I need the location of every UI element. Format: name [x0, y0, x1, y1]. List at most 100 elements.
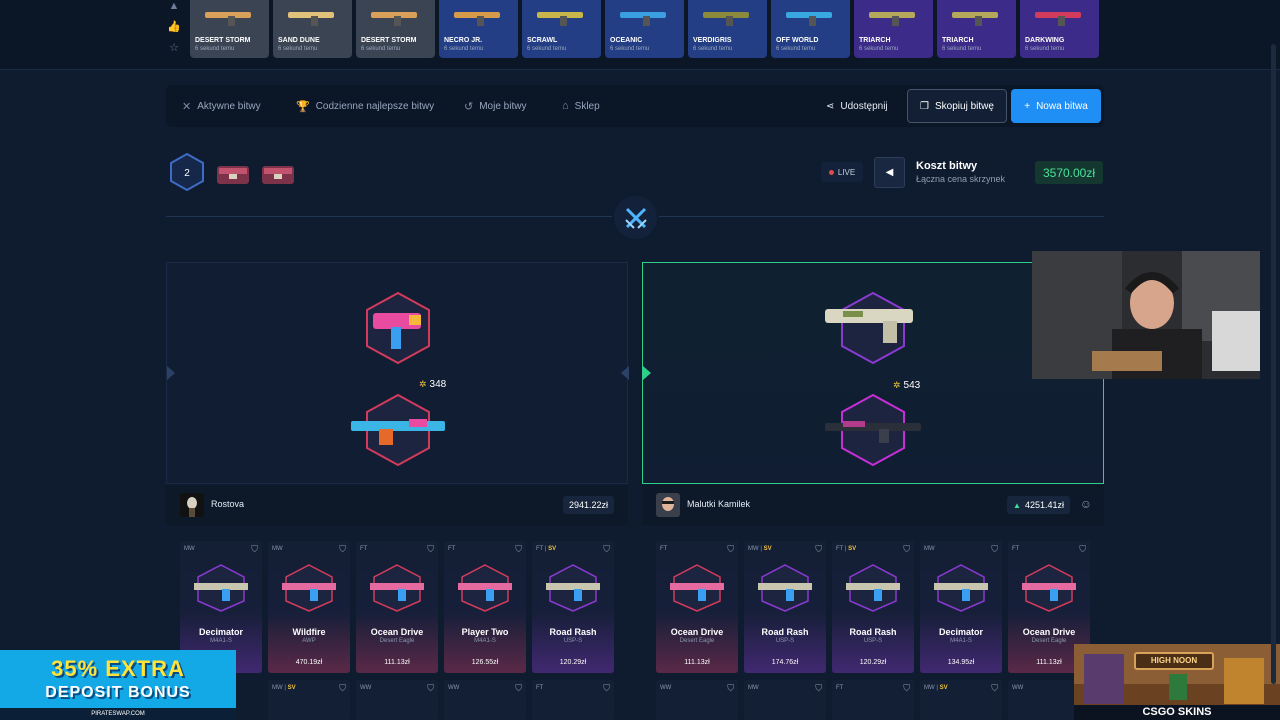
drop-name: TRIARCH	[859, 37, 891, 44]
avatar[interactable]	[656, 493, 680, 517]
player-name[interactable]: Rostova	[211, 499, 245, 509]
item-price: 470.19zł	[295, 659, 323, 666]
nav-active-battles[interactable]: ✕ Aktywne bitwy	[182, 100, 261, 113]
share-button[interactable]: ⋖ Udostępnij	[826, 100, 888, 112]
item-card[interactable]: MW | SV⛉	[920, 680, 1002, 720]
item-card[interactable]: MW⛉	[744, 680, 826, 720]
shield-icon[interactable]: ⛉	[515, 544, 522, 554]
shield-icon[interactable]: ⛉	[991, 544, 998, 554]
shield-icon[interactable]: ⛉	[815, 544, 822, 554]
deposit-bonus-banner[interactable]: 35% EXTRA DEPOSIT BONUS PIRATESWAP.COM	[0, 650, 236, 720]
shield-icon[interactable]: ⛉	[1079, 544, 1086, 554]
item-name: Ocean Drive	[1022, 627, 1076, 637]
reel-item-hex-top	[366, 291, 430, 365]
sponsor-banner[interactable]: HIGH NOON CSGO SKINS	[1074, 644, 1280, 720]
nav-daily-best[interactable]: 🏆 Codzienne najlepsze bitwy	[296, 100, 435, 113]
copy-battle-button[interactable]: ❐ Skopiuj bitwę	[907, 89, 1007, 123]
drop-name: NECRO JR.	[444, 37, 483, 44]
item-condition: MW | SV	[748, 546, 772, 552]
flame-icon[interactable]: ▲	[168, 0, 180, 12]
shield-icon[interactable]: ⛉	[727, 683, 734, 693]
item-card[interactable]: WW⛉	[356, 680, 438, 720]
crossed-swords-icon: ✕	[182, 100, 192, 113]
item-weapon-type: M4A1-S	[474, 638, 496, 644]
player-name[interactable]: Malutki Kamilek	[687, 499, 751, 509]
item-card[interactable]: WW⛉	[444, 680, 526, 720]
drop-name: TRIARCH	[942, 37, 974, 44]
drop-time: 6 sekund temu	[693, 46, 733, 52]
shield-icon[interactable]: ⛉	[603, 544, 610, 554]
shield-icon[interactable]: ⛉	[603, 683, 610, 693]
item-weapon-image	[846, 564, 900, 612]
sponsor-art	[1074, 644, 1280, 705]
drop-name: OFF WORLD	[776, 37, 819, 44]
item-condition: FT	[448, 546, 456, 552]
emoji-icon[interactable]: ☺	[1079, 497, 1092, 511]
item-card[interactable]: FT ⛉	[832, 680, 914, 720]
new-battle-button[interactable]: + Nowa bitwa	[1011, 89, 1101, 123]
trophy-icon: 🏆	[296, 100, 310, 113]
item-condition: FT	[360, 546, 368, 552]
shield-icon[interactable]: ⛉	[903, 683, 910, 693]
shield-icon[interactable]: ⛉	[339, 683, 346, 693]
nav-shop[interactable]: ⌂ Sklep	[562, 100, 600, 112]
item-card[interactable]: WW ⛉	[656, 680, 738, 720]
item-weapon-image	[458, 564, 512, 612]
history-icon: ↺	[464, 100, 474, 113]
page-scrollbar[interactable]	[1271, 44, 1276, 684]
shield-icon[interactable]: ⛉	[903, 544, 910, 554]
rarity-glow	[268, 613, 350, 673]
item-card[interactable]: MW | SV⛉	[268, 680, 350, 720]
shield-icon[interactable]: ⛉	[427, 544, 434, 554]
rarity-glow	[920, 613, 1002, 673]
shield-icon[interactable]: ⛉	[727, 544, 734, 554]
shield-icon[interactable]: ⛉	[991, 683, 998, 693]
item-condition: FT	[836, 685, 844, 691]
player-one-reel: ✲ 348	[166, 262, 629, 484]
nav-my-battles[interactable]: ↺ Moje bitwy	[464, 100, 527, 113]
shield-icon[interactable]: ⛉	[339, 544, 346, 554]
reel-item-hex-bottom	[825, 393, 921, 467]
item-card[interactable]: FT ⛉	[532, 680, 614, 720]
avatar[interactable]	[180, 493, 204, 517]
item-weapon-image	[670, 564, 724, 612]
shield-icon[interactable]: ⛉	[427, 683, 434, 693]
case-icon-1	[217, 166, 249, 184]
weapon-icon	[869, 12, 915, 26]
star-icon[interactable]: ☆	[169, 42, 179, 54]
weapon-icon	[205, 12, 251, 26]
player-one-score: ✲ 348	[419, 379, 447, 390]
sound-toggle-button[interactable]: ◀	[874, 157, 905, 188]
shield-icon[interactable]: ⛉	[251, 544, 258, 554]
thumb-up-icon[interactable]: 👍	[167, 21, 181, 33]
item-condition: WW	[660, 685, 672, 691]
rarity-glow	[744, 613, 826, 673]
drop-name: DESERT STORM	[195, 37, 251, 44]
player-two-bar: Malutki Kamilek ▲ 4251.41zł ☺	[642, 485, 1104, 525]
item-condition: MW	[272, 546, 283, 552]
item-condition: FT	[536, 685, 544, 691]
drop-card[interactable]: NECRO JR.6 sekund temu	[439, 0, 518, 58]
weapon-icon	[703, 12, 749, 26]
item-weapon-type: AWP	[302, 638, 316, 644]
shield-icon[interactable]: ⛉	[515, 683, 522, 693]
shield-icon[interactable]: ⛉	[815, 683, 822, 693]
